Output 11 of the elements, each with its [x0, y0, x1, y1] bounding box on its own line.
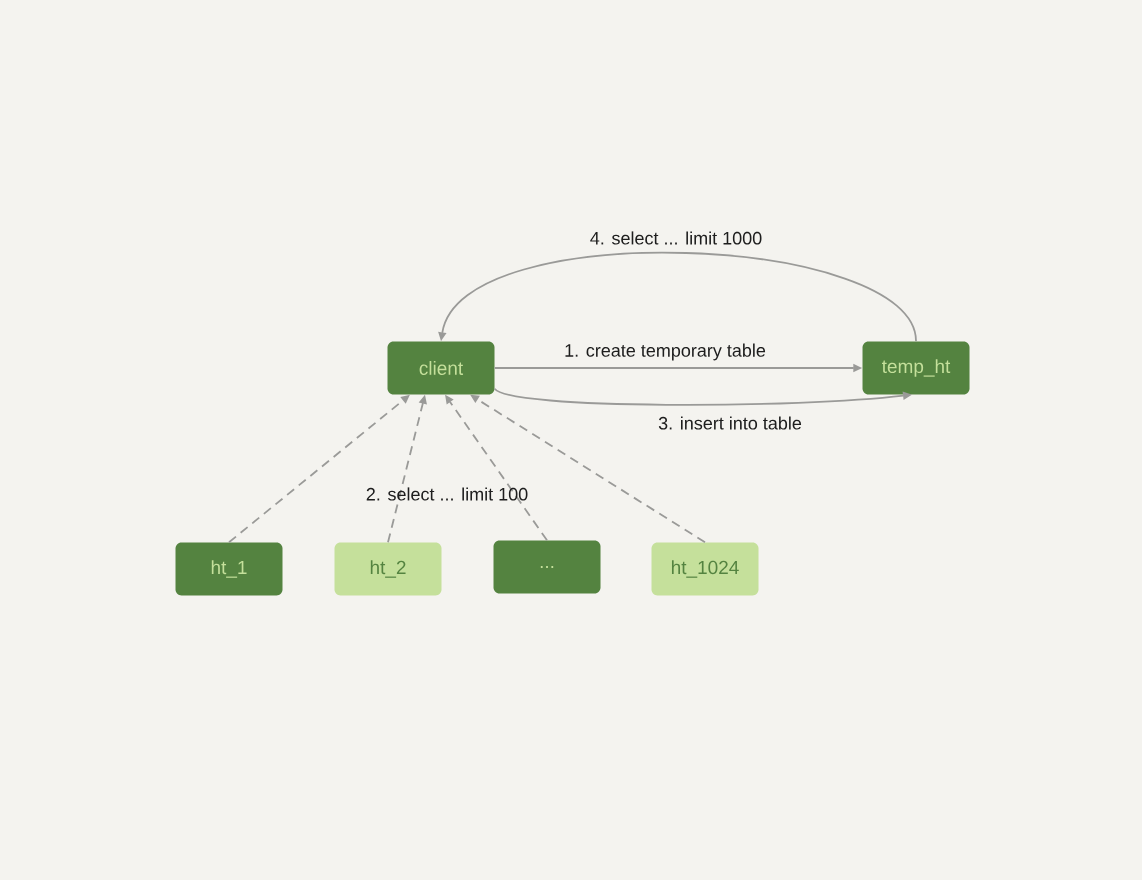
step-label: 2. select ... limit 100 — [366, 487, 528, 501]
table-box: ... — [493, 540, 601, 594]
edge-label: 4. select ... limit 1000 — [587, 229, 765, 247]
arrow — [438, 252, 917, 343]
edge-label: 3. insert into table — [656, 414, 804, 432]
table-box: temp_ht — [862, 341, 970, 395]
client-box: client — [387, 341, 495, 395]
table-box: ht_1024 — [651, 542, 759, 596]
table-box: ht_2 — [334, 542, 442, 596]
table-box: ht_1 — [175, 542, 283, 596]
edge-label: 1. create temporary table — [562, 341, 768, 363]
